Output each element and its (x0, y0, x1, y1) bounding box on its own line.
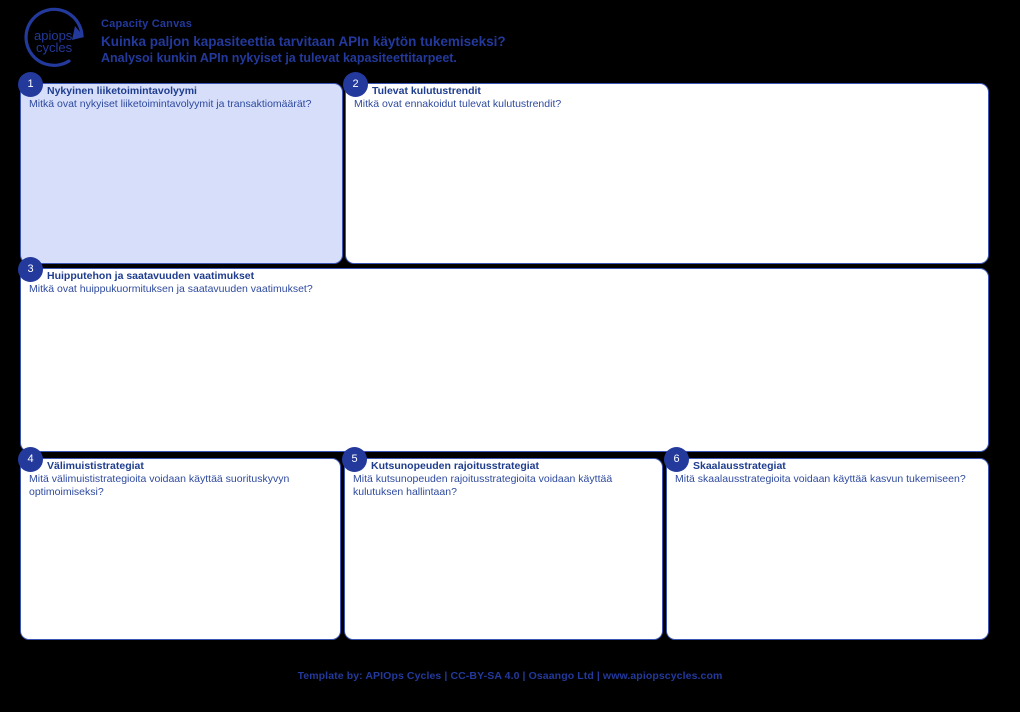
card-description-2: Mitkä ovat ennakoidut tulevat kulutustre… (354, 98, 562, 110)
card-title-1: Nykyinen liiketoimintavolyymi (47, 85, 197, 97)
card-number-badge-2: 2 (343, 72, 368, 97)
canvas-card-1[interactable]: 1 Nykyinen liiketoimintavolyymi Mitkä ov… (18, 72, 343, 264)
canvas-footer: Template by: APIOps Cycles | CC-BY-SA 4.… (297, 670, 723, 682)
canvas-subtitle: Analysoi kunkin APIn nykyiset ja tulevat… (101, 51, 457, 65)
svg-text:apiops: apiops (34, 28, 73, 43)
card-description-5: Mitä kutsunopeuden rajoitusstrategioita … (353, 473, 613, 498)
card-title-4: Välimuististrategiat (47, 460, 144, 472)
card-title-2: Tulevat kulutustrendit (372, 85, 481, 97)
card-description-1: Mitkä ovat nykyiset liiketoimintavolyymi… (29, 98, 312, 110)
card-description-4: Mitä välimuististrategioita voidaan käyt… (29, 473, 290, 498)
card-number-badge-5: 5 (342, 447, 367, 472)
card-title-3: Huipputehon ja saatavuuden vaatimukset (47, 270, 255, 282)
card-title-5: Kutsunopeuden rajoitusstrategiat (371, 460, 540, 472)
canvas-title: Capacity Canvas (101, 18, 193, 30)
card-title-6: Skaalausstrategiat (693, 460, 786, 472)
card-description-3: Mitkä ovat huippukuormituksen ja saatavu… (29, 283, 313, 295)
canvas-card-6[interactable]: 6 Skaalausstrategiat Mitä skaalausstrate… (664, 447, 989, 640)
canvas-header: apiops cycles Capacity Canvas Kuinka pal… (0, 0, 1020, 80)
card-number-badge-4: 4 (18, 447, 43, 472)
canvas-card-4[interactable]: 4 Välimuististrategiat Mitä välimuistist… (18, 447, 341, 640)
svg-text:cycles: cycles (36, 40, 73, 55)
apiops-cycles-logo: apiops cycles (12, 6, 96, 74)
header-text-block: Capacity Canvas Kuinka paljon kapasiteet… (101, 18, 506, 67)
card-number-badge-6: 6 (664, 447, 689, 472)
canvas-card-5[interactable]: 5 Kutsunopeuden rajoitusstrategiat Mitä … (342, 447, 663, 640)
card-number-badge-3: 3 (18, 257, 43, 282)
card-number-badge-1: 1 (18, 72, 43, 97)
card-description-6: Mitä skaalausstrategioita voidaan käyttä… (675, 473, 966, 485)
canvas-card-2[interactable]: 2 Tulevat kulutustrendit Mitkä ovat enna… (343, 72, 989, 264)
canvas-card-3[interactable]: 3 Huipputehon ja saatavuuden vaatimukset… (18, 257, 989, 452)
canvas-question: Kuinka paljon kapasiteettia tarvitaan AP… (101, 34, 506, 49)
